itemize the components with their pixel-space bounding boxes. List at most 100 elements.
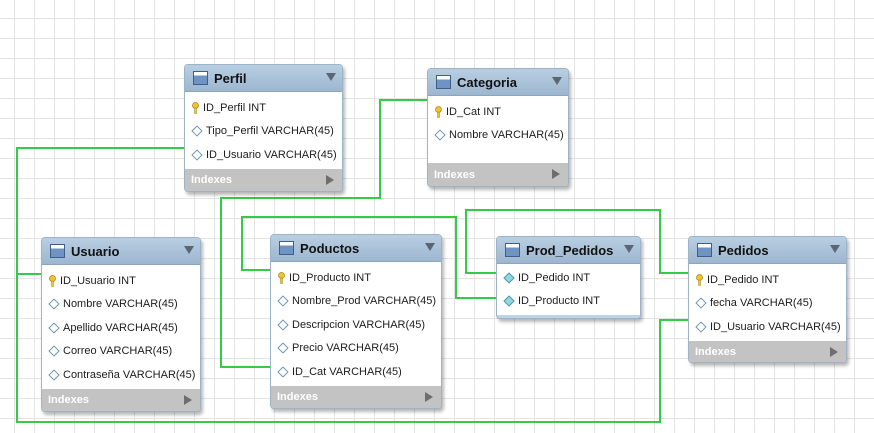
column-label: Apellido VARCHAR(45) [63, 321, 178, 334]
indexes-label: Indexes [434, 168, 475, 181]
expand-arrow-icon[interactable] [552, 169, 560, 179]
column-diamond-icon [434, 129, 446, 141]
table-name: Usuario [71, 243, 120, 259]
indexes-label: Indexes [48, 394, 89, 406]
key-icon [192, 101, 199, 114]
column-diamond-icon [695, 297, 707, 309]
table-icon [193, 71, 208, 85]
column-label: Descripcion VARCHAR(45) [292, 318, 426, 331]
indexes-section[interactable]: Indexes [185, 168, 342, 191]
column-diamond-icon [277, 342, 289, 354]
column-list: ID_Perfil INT Tipo_Perfil VARCHAR(45) ID… [185, 92, 342, 169]
table-usuario[interactable]: Usuario ID_Usuario INT Nombre VARCHAR(45… [41, 237, 201, 412]
foreign-key-diamond-icon [503, 272, 515, 284]
table-header[interactable]: Perfil [185, 65, 342, 92]
column-row[interactable]: Apellido VARCHAR(45) [42, 316, 200, 340]
column-row[interactable]: ID_Producto INT [497, 290, 640, 314]
column-row[interactable]: Correo VARCHAR(45) [42, 340, 200, 364]
table-header[interactable]: Poductos [271, 235, 441, 262]
column-diamond-icon [48, 345, 60, 357]
column-list: ID_Usuario INT Nombre VARCHAR(45) Apelli… [42, 265, 200, 389]
table-perfil[interactable]: Perfil ID_Perfil INT Tipo_Perfil VARCHAR… [184, 64, 343, 192]
column-row[interactable]: ID_Pedido INT [497, 266, 640, 290]
column-list: ID_Cat INT Nombre VARCHAR(45) [428, 96, 568, 149]
relation-usuario-perfil [16, 144, 198, 275]
column-row[interactable]: Nombre_Prod VARCHAR(45) [271, 290, 441, 314]
table-header[interactable]: Usuario [42, 238, 200, 265]
column-diamond-icon [695, 321, 707, 333]
table-header[interactable]: Categoria [428, 69, 568, 96]
table-categoria[interactable]: Categoria ID_Cat INT Nombre VARCHAR(45) … [427, 68, 569, 187]
table-icon [697, 243, 712, 257]
column-row[interactable]: Contraseña VARCHAR(45) [42, 363, 200, 387]
indexes-section[interactable]: Indexes [271, 385, 441, 408]
key-icon [278, 271, 285, 284]
indexes-label: Indexes [277, 391, 318, 403]
table-icon [279, 241, 294, 255]
column-diamond-icon [48, 298, 60, 310]
expand-arrow-icon[interactable] [326, 174, 334, 185]
column-diamond-icon [48, 322, 60, 334]
column-list: ID_Pedido INT ID_Producto INT [497, 264, 640, 315]
column-row[interactable]: fecha VARCHAR(45) [689, 292, 846, 316]
table-name: Categoria [457, 74, 517, 90]
column-row[interactable]: ID_Perfil INT [185, 96, 342, 120]
column-row[interactable]: Precio VARCHAR(45) [271, 337, 441, 361]
column-label: Nombre VARCHAR(45) [63, 298, 178, 311]
column-list: ID_Producto INT Nombre_Prod VARCHAR(45) … [271, 262, 441, 386]
collapse-arrow-icon[interactable] [425, 243, 435, 251]
table-header[interactable]: Pedidos [689, 237, 846, 264]
table-prod-pedidos[interactable]: Prod_Pedidos ID_Pedido INT ID_Producto I… [496, 236, 641, 319]
column-row[interactable]: ID_Producto INT [271, 266, 441, 290]
column-row[interactable]: Nombre VARCHAR(45) [42, 293, 200, 317]
table-poductos[interactable]: Poductos ID_Producto INT Nombre_Prod VAR… [270, 234, 442, 409]
indexes-section[interactable]: Indexes [428, 163, 568, 186]
expand-arrow-icon[interactable] [184, 394, 192, 405]
column-label: ID_Pedido INT [707, 273, 780, 286]
column-label: fecha VARCHAR(45) [710, 297, 813, 310]
table-name: Perfil [214, 70, 247, 86]
column-row[interactable]: ID_Usuario INT [42, 269, 200, 293]
collapse-arrow-icon[interactable] [184, 246, 194, 254]
column-row[interactable]: Descripcion VARCHAR(45) [271, 313, 441, 337]
column-label: Nombre VARCHAR(45) [449, 129, 564, 142]
relation-pedidos-prod-pedidos [465, 209, 697, 277]
column-label: Correo VARCHAR(45) [63, 345, 173, 358]
column-label: ID_Usuario INT [60, 274, 136, 287]
column-row[interactable]: ID_Cat INT [428, 100, 568, 124]
collapse-arrow-icon[interactable] [326, 73, 336, 81]
relation-categoria-poductos [220, 99, 437, 371]
column-diamond-icon [48, 369, 60, 381]
table-icon [505, 243, 520, 257]
table-name: Poductos [300, 240, 360, 256]
table-pedidos[interactable]: Pedidos ID_Pedido INT fecha VARCHAR(45) … [688, 236, 847, 363]
table-bottom-strip [497, 315, 640, 318]
table-name: Prod_Pedidos [526, 242, 614, 258]
column-row[interactable]: Nombre VARCHAR(45) [428, 124, 568, 148]
expand-arrow-icon[interactable] [830, 346, 838, 357]
foreign-key-diamond-icon [503, 295, 515, 307]
relation-poductos-prod-pedidos [241, 216, 511, 302]
column-row[interactable]: ID_Cat VARCHAR(45) [271, 360, 441, 384]
column-label: ID_Producto INT [289, 271, 371, 284]
column-label: Contraseña VARCHAR(45) [63, 368, 196, 381]
key-icon [435, 105, 442, 118]
indexes-label: Indexes [695, 346, 736, 358]
column-list: ID_Pedido INT fecha VARCHAR(45) ID_Usuar… [689, 264, 846, 341]
indexes-section[interactable]: Indexes [689, 340, 846, 362]
column-label: ID_Usuario VARCHAR(45) [710, 320, 841, 333]
table-icon [50, 244, 65, 258]
column-row[interactable]: ID_Pedido INT [689, 268, 846, 292]
column-row[interactable]: ID_Usuario VARCHAR(45) [689, 315, 846, 339]
collapse-arrow-icon[interactable] [830, 245, 840, 253]
key-icon [696, 273, 703, 286]
table-header[interactable]: Prod_Pedidos [497, 237, 640, 264]
column-diamond-icon [277, 295, 289, 307]
collapse-arrow-icon[interactable] [552, 77, 562, 85]
indexes-section[interactable]: Indexes [42, 388, 200, 411]
column-row[interactable]: ID_Usuario VARCHAR(45) [185, 143, 342, 167]
column-label: Tipo_Perfil VARCHAR(45) [206, 125, 334, 138]
expand-arrow-icon[interactable] [425, 391, 433, 402]
collapse-arrow-icon[interactable] [624, 245, 634, 253]
column-row[interactable]: Tipo_Perfil VARCHAR(45) [185, 120, 342, 144]
